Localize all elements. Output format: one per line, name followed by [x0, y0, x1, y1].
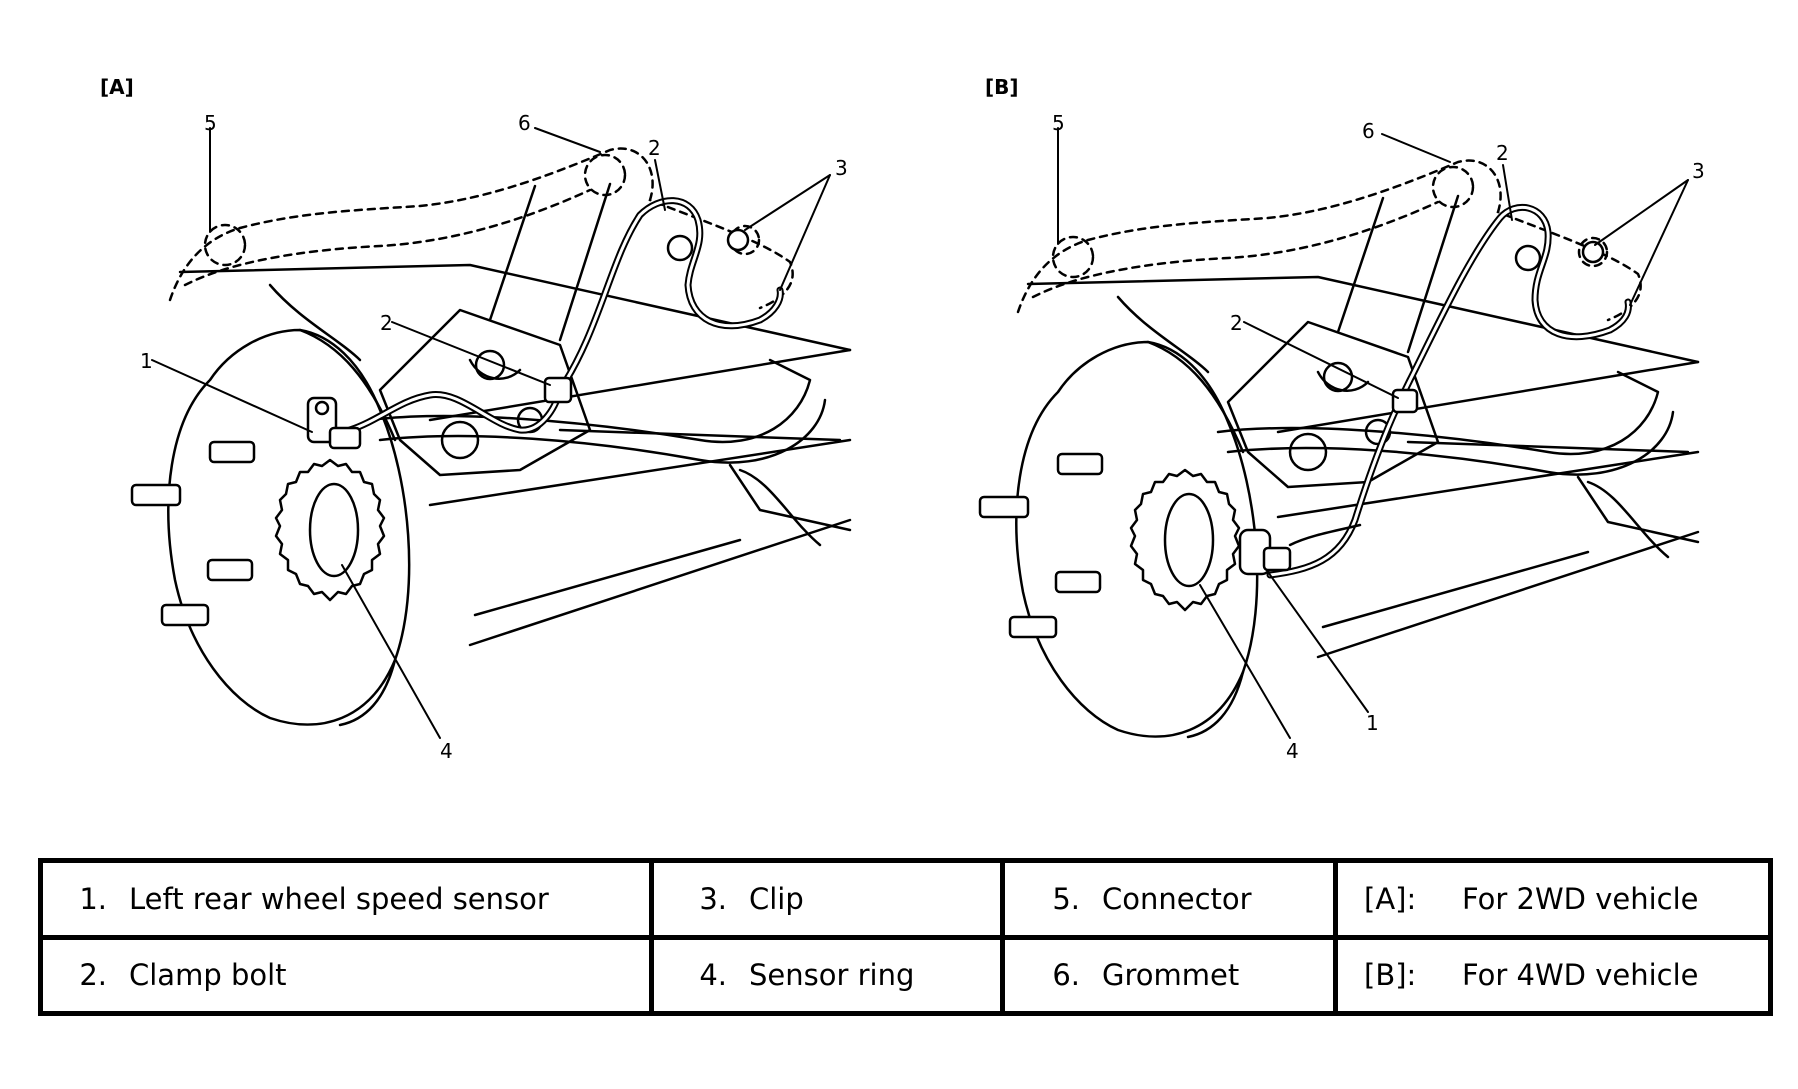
legend-number: 4.	[699, 958, 727, 993]
legend-cell: [B]: For 4WD vehicle	[1333, 934, 1773, 1016]
legend-code: [A]:	[1364, 881, 1417, 916]
legend-cell: 2. Clamp bolt	[38, 934, 654, 1016]
callout-a-4: 4	[440, 739, 453, 763]
legend-code: [B]:	[1364, 958, 1417, 993]
parts-legend-table: 1. Left rear wheel speed sensor 3. Clip …	[38, 858, 1773, 1016]
installation-diagram: [A] 5 6 2 3 2 1 4 [B]	[100, 75, 1705, 763]
sensor-harness-b	[1266, 203, 1632, 579]
legend-number: 5.	[1052, 881, 1080, 916]
legend-number: 3.	[699, 881, 727, 916]
panel-a: [A] 5 6 2 3 2 1 4	[100, 75, 852, 763]
sensor-ring-b	[1129, 468, 1241, 612]
panel-a-label: [A]	[100, 75, 134, 99]
clip-b	[1514, 244, 1542, 272]
clip-a	[666, 234, 694, 262]
callout-b-2-mid: 2	[1230, 311, 1243, 335]
legend-number: 1.	[79, 881, 107, 916]
legend-cell: 6. Grommet	[1000, 934, 1338, 1016]
legend-text: Clip	[749, 881, 804, 916]
panel-b-label: [B]	[985, 75, 1019, 99]
callout-a-1: 1	[140, 349, 153, 373]
legend-number: 6.	[1052, 958, 1080, 993]
sensor-ring-a	[274, 458, 386, 602]
callout-b-3: 3	[1692, 159, 1705, 183]
callout-a-2-top: 2	[648, 136, 661, 160]
legend-row: 1. Left rear wheel speed sensor 3. Clip …	[38, 858, 1773, 940]
legend-text: Left rear wheel speed sensor	[129, 881, 549, 916]
callout-b-5: 5	[1052, 111, 1065, 135]
legend-number: 2.	[79, 958, 107, 993]
legend-row: 2. Clamp bolt 4. Sensor ring 6. Grommet …	[38, 934, 1773, 1016]
legend-cell: 4. Sensor ring	[649, 934, 1005, 1016]
callout-a-3: 3	[835, 156, 848, 180]
legend-text: For 2WD vehicle	[1462, 881, 1699, 916]
callout-b-1: 1	[1366, 711, 1379, 735]
callout-b-4: 4	[1286, 739, 1299, 763]
legend-text: Sensor ring	[749, 958, 915, 993]
callout-b-6: 6	[1362, 119, 1375, 143]
callout-b-2-top: 2	[1496, 141, 1509, 165]
legend-text: Clamp bolt	[129, 958, 287, 993]
callout-a-5: 5	[204, 111, 217, 135]
callout-a-6: 6	[518, 111, 531, 135]
legend-cell: 1. Left rear wheel speed sensor	[38, 858, 654, 940]
legend-cell: 5. Connector	[1000, 858, 1338, 940]
legend-cell: [A]: For 2WD vehicle	[1333, 858, 1773, 940]
clamp-bolt-b	[1391, 388, 1419, 414]
legend-text: For 4WD vehicle	[1462, 958, 1699, 993]
legend-cell: 3. Clip	[649, 858, 1005, 940]
legend-text: Connector	[1102, 881, 1252, 916]
callout-a-2-mid: 2	[380, 311, 393, 335]
panel-b: [B] 5 6 2 3 2 4 1	[978, 75, 1705, 763]
clamp-bolt-a	[543, 376, 573, 404]
legend-text: Grommet	[1102, 958, 1240, 993]
